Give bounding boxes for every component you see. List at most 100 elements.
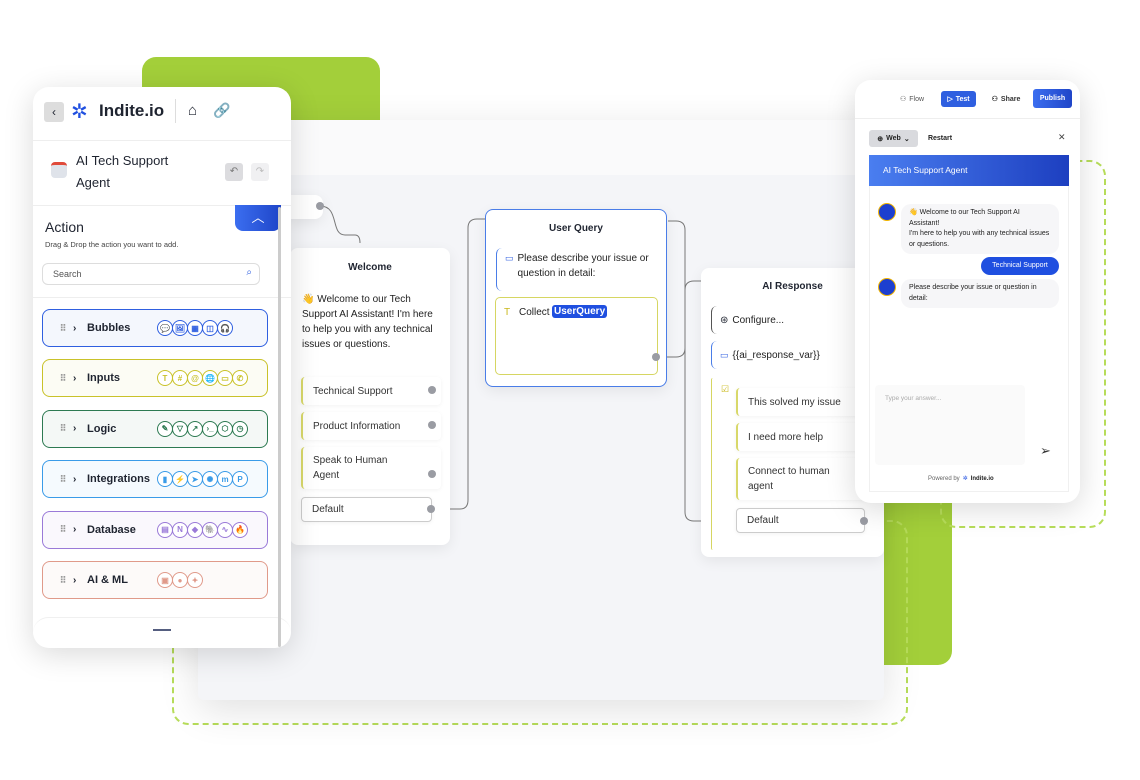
action-icon[interactable]: ➤ [187,471,203,488]
action-icon[interactable]: 🎧 [217,320,233,336]
connector-handle[interactable] [860,517,868,525]
default-choice[interactable]: Default [301,497,432,522]
powered-brand: Indite.io [970,475,994,482]
connector-handle[interactable] [427,505,435,513]
connector-handle[interactable] [428,421,436,429]
action-icon[interactable]: ◫ [202,320,218,336]
action-icon[interactable]: ● [172,572,188,588]
action-icon[interactable]: # [172,370,188,387]
divider [33,297,291,298]
redo-button[interactable]: ↷ [251,163,269,181]
category-label: AI & ML [87,574,128,586]
flow-tab[interactable]: ⚇Flow [900,92,936,106]
choice-label: Product Information [313,420,401,432]
test-tab[interactable]: ▷Test [941,91,976,107]
action-icon[interactable]: @ [187,370,203,387]
collect-input-block[interactable]: T Collect UserQuery [495,297,658,375]
connector-handle[interactable] [428,386,436,394]
restart-button[interactable]: Restart [927,135,953,142]
home-icon[interactable]: ⌂ [188,102,198,119]
action-icon[interactable]: ✆ [232,370,248,387]
choice-item[interactable]: Speak to Human Agent [301,447,441,489]
action-icon[interactable]: m [217,471,233,488]
chevron-right-icon: › [73,574,77,586]
play-icon: ▷ [947,96,953,103]
category-bubbles[interactable]: ⠿›Bubbles💬🖼▦◫🎧 [42,309,268,347]
drag-handle-icon[interactable]: ⠿ [59,473,67,484]
share-button[interactable]: ⚇Share [988,91,1024,107]
drag-handle-icon[interactable]: ⠿ [59,524,67,535]
action-icon[interactable]: P [232,471,248,488]
action-icon[interactable]: 💬 [157,320,173,336]
bottom-sheet-handle[interactable] [33,617,291,648]
choice-label: I need more help [748,431,824,443]
web-select[interactable]: ⊕Web⌄ [869,130,918,147]
choice-label: Technical Support [313,385,393,397]
action-icon[interactable]: T [157,370,173,387]
chat-bubble-icon: ▭ [720,349,729,360]
action-icon[interactable]: ◷ [232,420,248,437]
message-block[interactable]: ▭ {{ai_response_var}} [711,341,871,369]
action-icon[interactable]: ⬡ [217,420,233,437]
drag-handle-icon[interactable]: ⠿ [59,372,67,383]
back-button[interactable]: ‹ [44,102,64,122]
action-icon[interactable]: ∿ [217,521,233,538]
divider [855,118,1080,119]
close-icon[interactable]: ✕ [1058,132,1066,142]
action-icon[interactable]: N [172,521,188,538]
configure-block[interactable]: ⊛ Configure... [711,306,871,334]
action-icon[interactable]: ▽ [172,420,188,437]
action-icon[interactable]: 🔥 [232,521,248,538]
publish-button[interactable]: Publish [1033,89,1072,108]
search-placeholder: Search [53,269,82,279]
action-icon[interactable]: 🐘 [202,521,218,538]
action-icon[interactable]: ▮ [157,471,173,488]
web-label: Web [886,135,901,142]
answer-input[interactable]: Type your answer... [875,385,1025,465]
choice-item[interactable]: Technical Support [301,377,441,405]
scrollbar[interactable] [278,207,281,647]
link-icon[interactable]: 🔗 [213,102,231,118]
action-icon[interactable]: ✦ [187,572,203,588]
category-icons: ▣●✦ [157,572,203,588]
action-icon[interactable]: ▭ [217,370,233,387]
search-input[interactable]: Search ⌕ [42,263,260,285]
action-icon[interactable]: ▤ [157,521,173,538]
message-block[interactable]: ▭ Please describe your issue or question… [496,248,656,291]
category-label: Bubbles [87,322,131,334]
action-icon[interactable]: ✎ [157,420,173,437]
variable-badge[interactable]: UserQuery [552,305,608,318]
drag-handle-icon[interactable]: ⠿ [59,322,67,333]
choice-item[interactable]: Product Information [301,412,441,440]
user-query-node[interactable]: User Query ▭ Please describe your issue … [485,209,667,387]
connector-handle[interactable] [652,353,660,361]
action-icon[interactable]: ↗ [187,420,203,437]
category-database[interactable]: ⠿›Database▤N◆🐘∿🔥 [42,510,268,549]
action-icon[interactable]: ▣ [157,572,173,588]
action-icon[interactable]: ◆ [187,521,203,538]
category-logic[interactable]: ⠿›Logic✎▽↗›_⬡◷ [42,409,268,448]
action-icon[interactable]: ›_ [202,420,218,437]
default-choice[interactable]: Default [736,508,865,533]
action-icon[interactable]: 🌐 [202,370,218,387]
collapse-button[interactable]: ︿ [235,205,281,231]
connector-handle[interactable] [428,470,436,478]
category-icons: T#@🌐▭✆ [157,370,248,387]
undo-button[interactable]: ↶ [225,163,243,181]
action-icon[interactable]: ✺ [202,471,218,488]
action-icon[interactable]: ⚡ [172,471,188,488]
connector-handle[interactable] [316,202,324,210]
send-icon[interactable]: ➢ [1040,443,1051,458]
action-icon[interactable]: 🖼 [172,320,188,336]
action-icon[interactable]: ▦ [187,320,203,336]
drag-handle-icon[interactable]: ⠿ [59,574,67,585]
bot-message: Please describe your issue or question i… [901,279,1059,308]
choice-group-border [711,378,715,550]
category-ai-ml[interactable]: ⠿ › AI & ML ▣●✦ [42,561,268,599]
drag-handle-icon[interactable]: ⠿ [59,423,67,434]
welcome-node[interactable]: Welcome 👋 Welcome to our Tech Support AI… [290,248,450,545]
section-subtitle: Drag & Drop the action you want to add. [45,240,179,249]
choice-label: Default [747,515,779,526]
